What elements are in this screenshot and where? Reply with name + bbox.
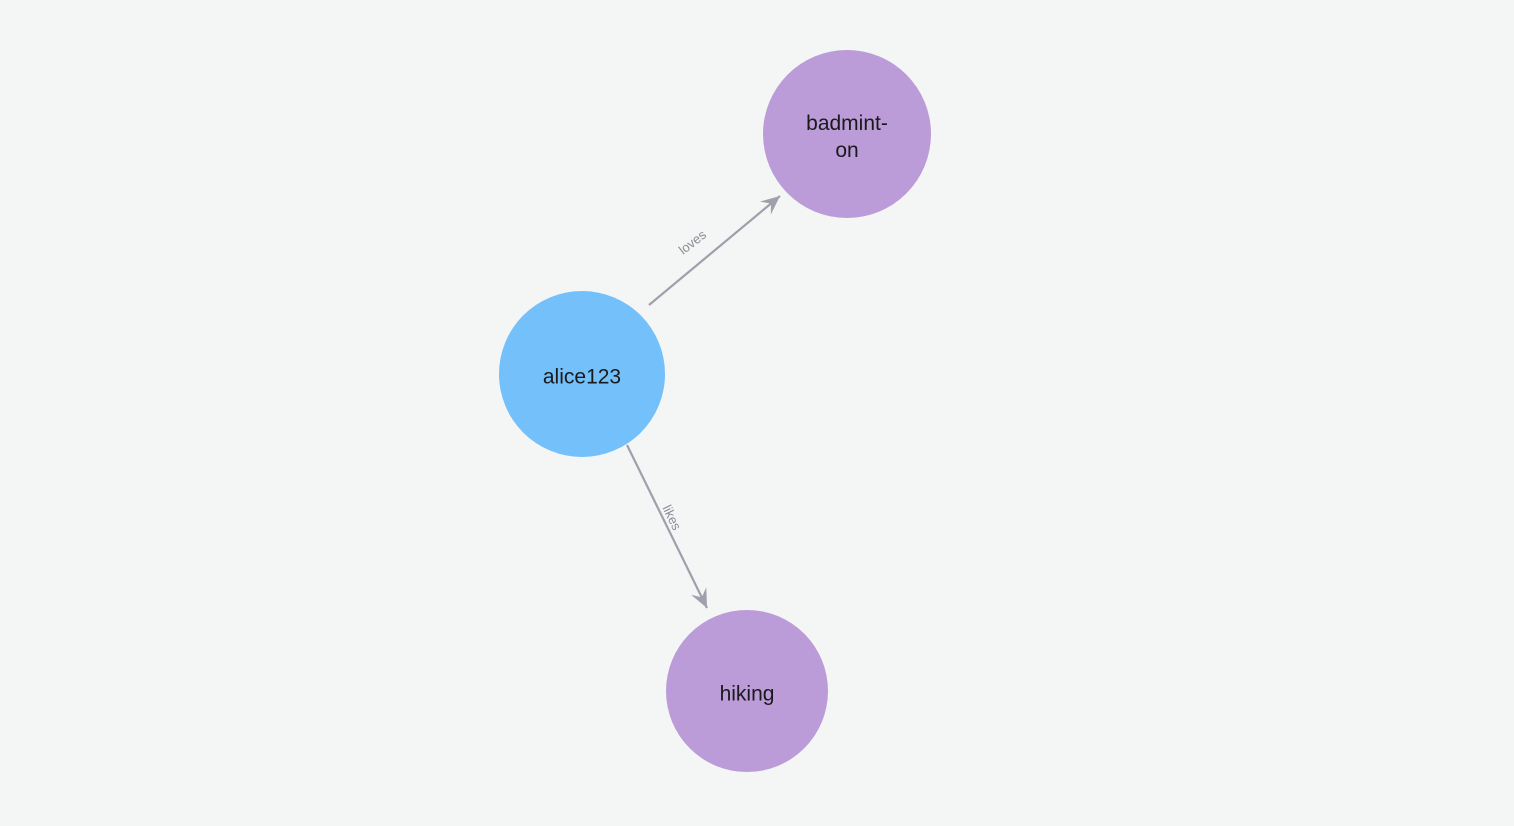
edge-arrowhead-loves bbox=[759, 196, 780, 215]
edge-alice123-loves-badminton[interactable]: loves bbox=[648, 195, 781, 306]
node-badminton[interactable]: badmint- on bbox=[763, 50, 931, 218]
edge-arrowhead-likes bbox=[690, 587, 707, 608]
edge-alice123-likes-hiking[interactable]: likes bbox=[626, 444, 708, 609]
edge-line-loves[interactable] bbox=[648, 195, 781, 306]
node-alice123-circle[interactable] bbox=[499, 291, 665, 457]
node-group: badmint- on alice123 hiking bbox=[499, 50, 931, 772]
node-hiking[interactable]: hiking bbox=[666, 610, 828, 772]
node-hiking-circle[interactable] bbox=[666, 610, 828, 772]
node-alice123[interactable]: alice123 bbox=[499, 291, 665, 457]
edge-label-loves: loves bbox=[676, 227, 710, 258]
node-badminton-circle[interactable] bbox=[763, 50, 931, 218]
edge-line-likes[interactable] bbox=[626, 444, 708, 609]
